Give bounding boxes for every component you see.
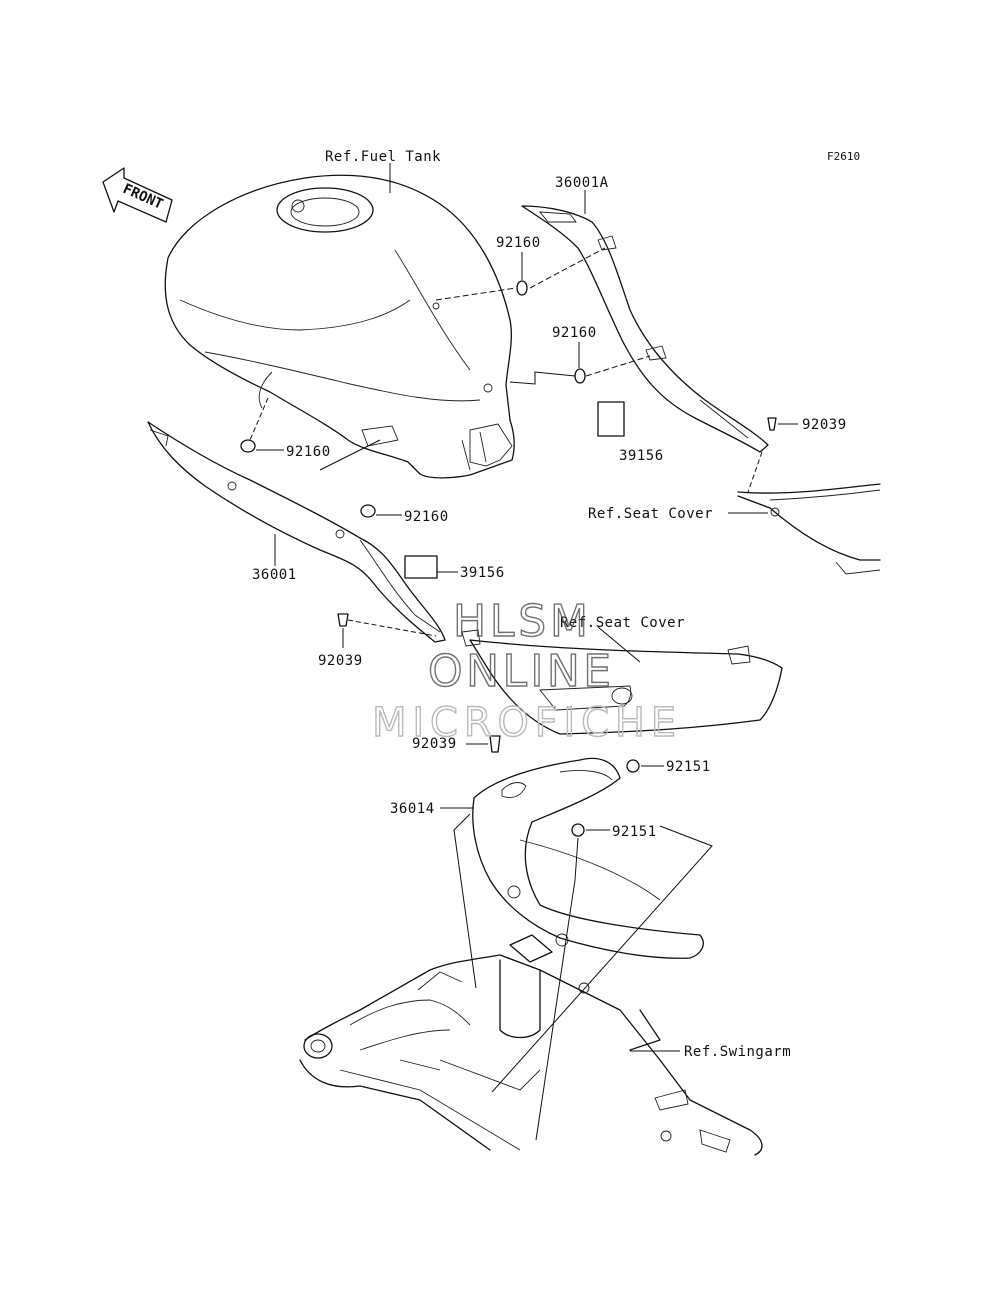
ref-seat-cover-b-label: Ref.Seat Cover [560, 615, 685, 631]
watermark-line-1: HLSM [453, 596, 588, 647]
part-92160-b-label: 92160 [552, 325, 597, 341]
nut-icon [571, 759, 640, 837]
screw-icon [767, 417, 777, 431]
part-39156-b-label: 39156 [460, 565, 505, 581]
right-side-cover-drawing [521, 205, 769, 453]
pad-left-icon [404, 555, 438, 579]
seat-cover-middle-drawing [461, 629, 783, 735]
screw-left-icon [337, 613, 349, 627]
part-92151-b-label: 92151 [612, 824, 657, 840]
swingarm-drawing [299, 934, 763, 1156]
rear-fender-drawing [472, 757, 704, 959]
grommet-left-icon [240, 439, 376, 518]
seat-cover-upper-drawing [737, 483, 881, 575]
ref-swingarm-label: Ref.Swingarm [684, 1044, 791, 1060]
left-side-cover-drawing [147, 421, 446, 643]
pad-icon [597, 401, 625, 437]
part-92160-a-label: 92160 [496, 235, 541, 251]
screw-bottom-icon [489, 735, 501, 753]
ref-fuel-tank-label: Ref.Fuel Tank [325, 149, 441, 165]
part-92151-a-label: 92151 [666, 759, 711, 775]
watermark-line-2: ONLINE [428, 646, 611, 697]
part-36001A-label: 36001A [555, 175, 609, 191]
diagram-code: F2610 [827, 150, 860, 163]
front-arrow-icon: FRONT [102, 167, 173, 223]
part-36014-label: 36014 [390, 801, 435, 817]
part-39156-a-label: 39156 [619, 448, 664, 464]
ref-seat-cover-a-label: Ref.Seat Cover [588, 506, 713, 522]
part-36001-label: 36001 [252, 567, 297, 583]
front-label: FRONT [120, 181, 165, 213]
part-92160-c-label: 92160 [286, 444, 331, 460]
part-92039-b-label: 92039 [318, 653, 363, 669]
fuel-tank-drawing [164, 174, 515, 479]
part-92039-c-label: 92039 [412, 736, 457, 752]
part-92160-d-label: 92160 [404, 509, 449, 525]
watermark-line-3: MICROFICHE [372, 700, 676, 746]
part-92039-a-label: 92039 [802, 417, 847, 433]
